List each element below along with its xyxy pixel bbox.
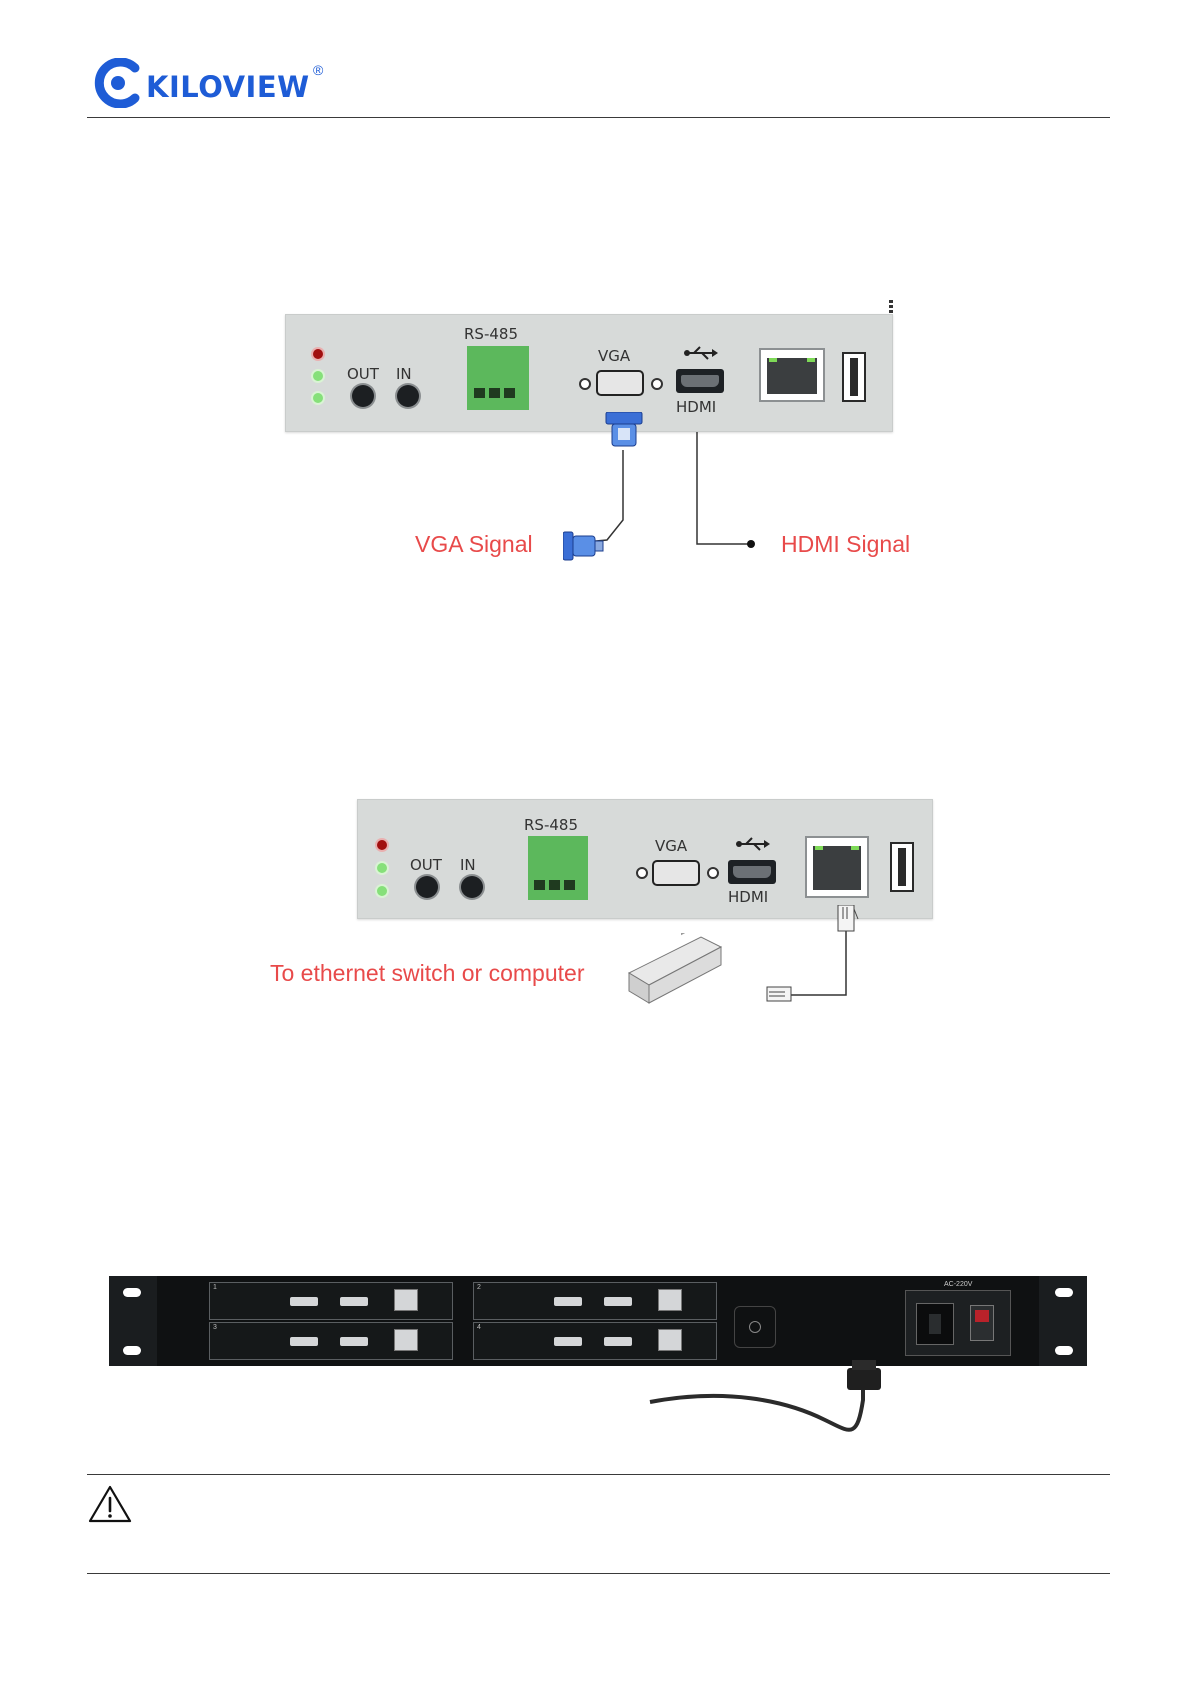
- hdmi-signal-label: HDMI Signal: [781, 531, 910, 558]
- warning-rule-top: [87, 1474, 1110, 1475]
- header-rule: [87, 117, 1110, 118]
- vga-connector-icon: [563, 528, 605, 564]
- warning-icon: [88, 1484, 132, 1524]
- brand-logo: KILOVIEW ®: [94, 56, 334, 116]
- registered-mark: ®: [313, 62, 323, 78]
- figure-rack-power-connection: 1 3 2 4 AC-220V: [105, 1270, 1090, 1450]
- vga-connector-icon: [604, 412, 644, 454]
- warning-rule-bottom: [87, 1573, 1110, 1574]
- power-cable-icon: [105, 1270, 1090, 1450]
- signal-cables: [285, 300, 895, 560]
- vga-signal-label: VGA Signal: [415, 531, 533, 558]
- brand-name: KILOVIEW: [146, 70, 310, 104]
- rj45-plug-icon: [765, 983, 795, 1005]
- rj45-plug-icon: [835, 905, 859, 935]
- ethernet-switch-icon: [625, 933, 725, 1007]
- kiloview-logo-icon: [94, 58, 142, 108]
- ethernet-note: To ethernet switch or computer: [270, 960, 584, 987]
- figure-vga-hdmi-connection: OUT IN RS-485 VGA HDMI: [285, 300, 895, 560]
- figure-ethernet-connection: OUT IN RS-485 VGA HDMI: [265, 795, 935, 1015]
